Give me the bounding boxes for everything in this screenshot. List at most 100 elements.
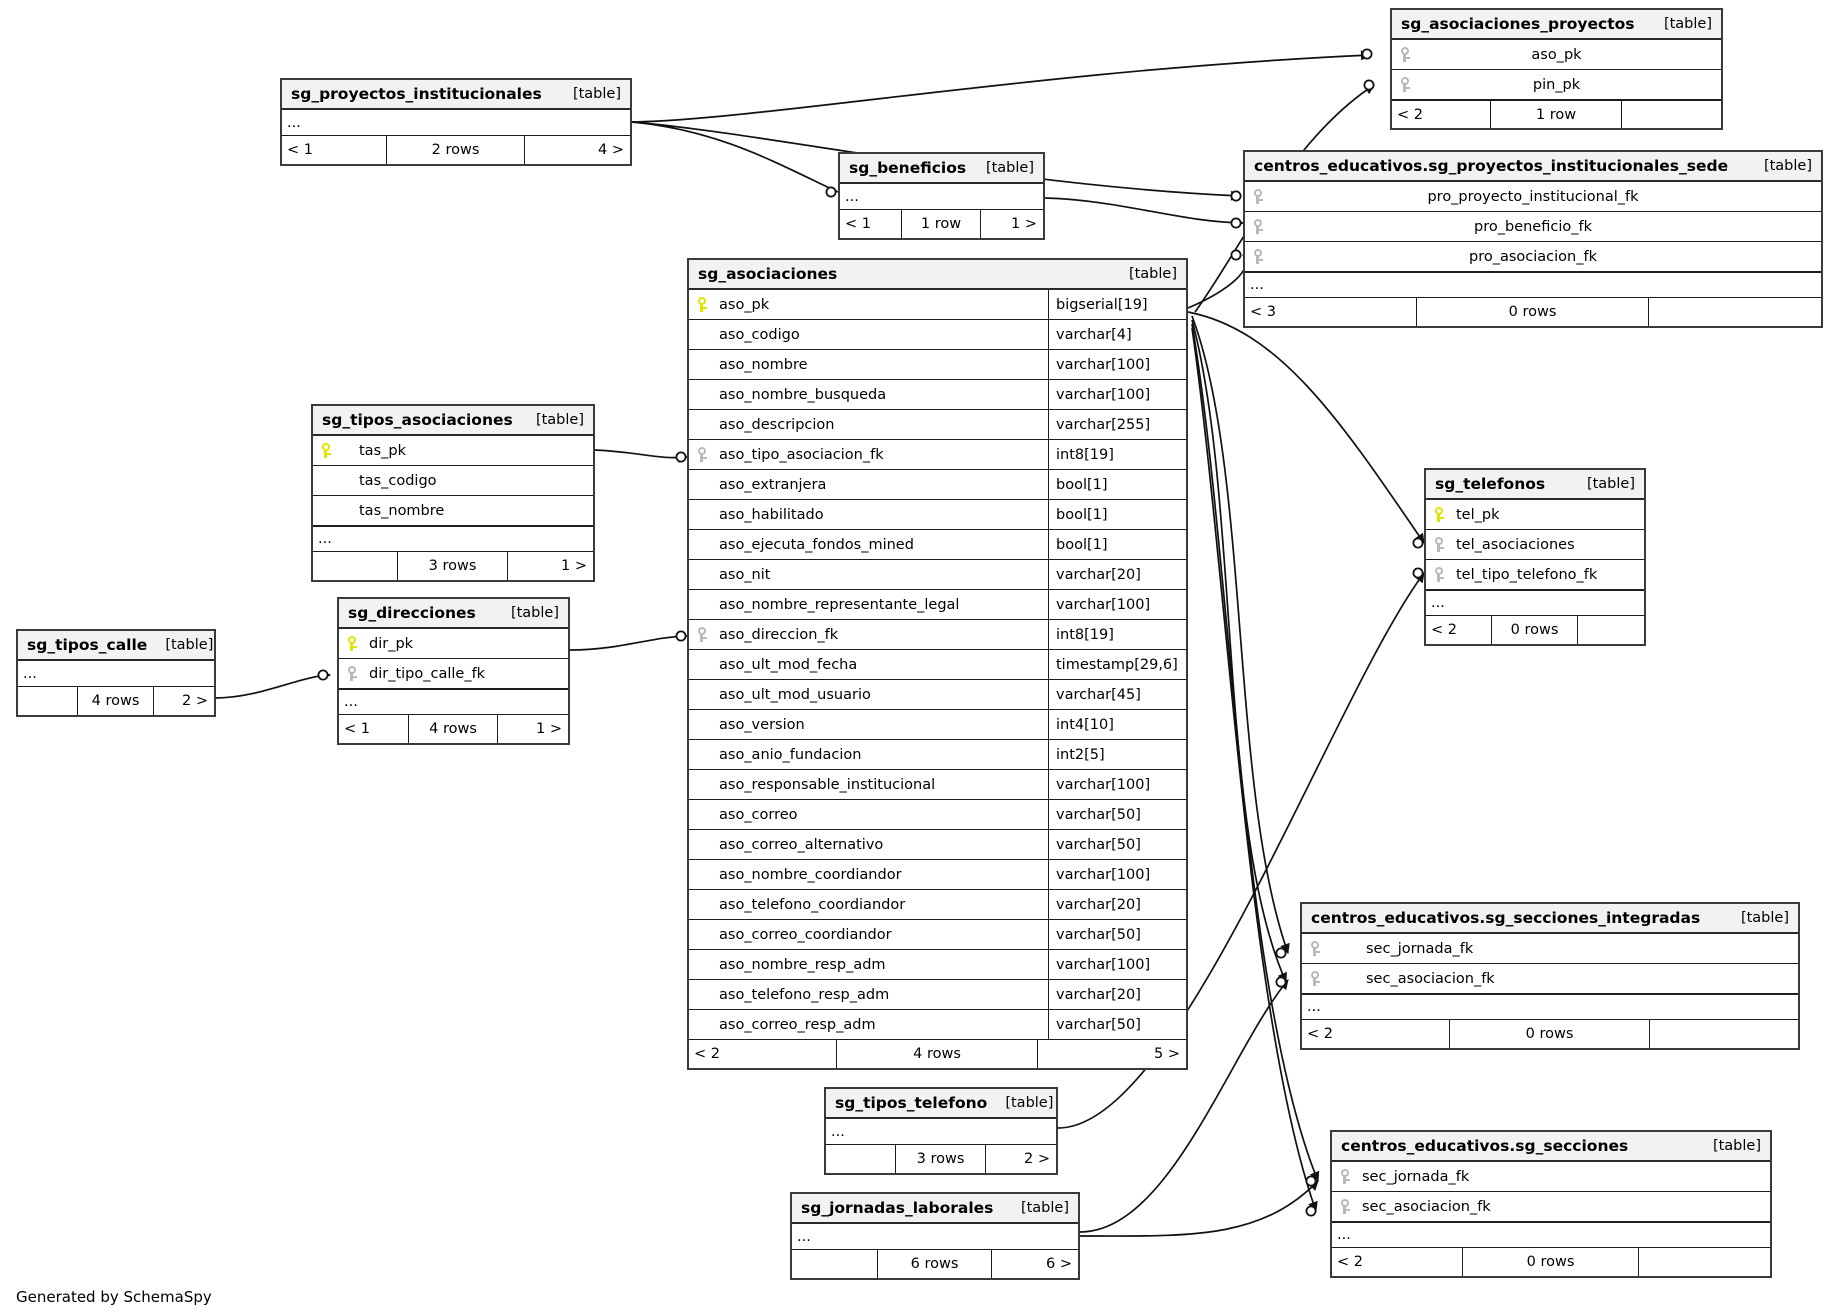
column-type: varchar[20] bbox=[1048, 890, 1186, 919]
table-footer: 6 rows 6 > bbox=[792, 1250, 1078, 1278]
column-row[interactable]: aso_nit varchar[20] bbox=[689, 560, 1186, 590]
table-title: sg_telefonos bbox=[1435, 474, 1546, 493]
column-name: pro_asociacion_fk bbox=[1469, 248, 1597, 265]
table-centros_educativos-sg_secciones_integradas[interactable]: centros_educativos.sg_secciones_integrad… bbox=[1300, 902, 1800, 1050]
column-row[interactable]: aso_ult_mod_fecha timestamp[29,6] bbox=[689, 650, 1186, 680]
table-type-tag: [table] bbox=[1663, 15, 1712, 32]
column-name: aso_correo_resp_adm bbox=[719, 1016, 876, 1033]
table-sg_asociaciones_proyectos[interactable]: sg_asociaciones_proyectos [table] aso_pk… bbox=[1390, 8, 1723, 130]
table-footer: < 2 1 row bbox=[1392, 100, 1721, 128]
column-row[interactable]: aso_tipo_asociacion_fk int8[19] bbox=[689, 440, 1186, 470]
column-row[interactable]: aso_responsable_institucional varchar[10… bbox=[689, 770, 1186, 800]
column-row[interactable]: pro_proyecto_institucional_fk bbox=[1245, 182, 1821, 212]
column-type: int2[5] bbox=[1048, 740, 1186, 769]
footer-parents: < 1 bbox=[344, 721, 370, 737]
no-key-spacer bbox=[689, 530, 715, 559]
column-row[interactable]: aso_correo_coordiandor varchar[50] bbox=[689, 920, 1186, 950]
table-sg_asociaciones[interactable]: sg_asociaciones [table] aso_pk bigserial… bbox=[687, 258, 1188, 1070]
columns-collapsed-ellipsis: ... bbox=[1426, 590, 1644, 616]
column-row[interactable]: aso_nombre_busqueda varchar[100] bbox=[689, 380, 1186, 410]
table-header: sg_asociaciones [table] bbox=[689, 260, 1186, 290]
table-centros_educativos-sg_proyectos_institucionales_sede[interactable]: centros_educativos.sg_proyectos_instituc… bbox=[1243, 150, 1823, 328]
table-centros_educativos-sg_secciones[interactable]: centros_educativos.sg_secciones [table] … bbox=[1330, 1130, 1772, 1278]
column-row[interactable]: tel_asociaciones bbox=[1426, 530, 1644, 560]
table-sg_telefonos[interactable]: sg_telefonos [table] tel_pk tel_asociaci… bbox=[1424, 468, 1646, 646]
column-row[interactable]: aso_pk bbox=[1392, 40, 1721, 70]
column-row[interactable]: aso_correo_resp_adm varchar[50] bbox=[689, 1010, 1186, 1040]
table-footer: 3 rows 1 > bbox=[313, 552, 593, 580]
column-row[interactable]: aso_telefono_coordiandor varchar[20] bbox=[689, 890, 1186, 920]
column-row[interactable]: tel_pk bbox=[1426, 500, 1644, 530]
table-type-tag: [table] bbox=[165, 636, 214, 653]
table-sg_tipos_calle[interactable]: sg_tipos_calle [table] ... 4 rows 2 > bbox=[16, 629, 216, 717]
column-row[interactable]: sec_asociacion_fk bbox=[1302, 964, 1798, 994]
column-name: aso_ult_mod_usuario bbox=[719, 686, 871, 703]
no-key-spacer bbox=[689, 830, 715, 859]
no-key-spacer bbox=[689, 320, 715, 349]
table-sg_proyectos_institucionales[interactable]: sg_proyectos_institucionales [table] ...… bbox=[280, 78, 632, 166]
table-sg_tipos_telefono[interactable]: sg_tipos_telefono [table] ... 3 rows 2 > bbox=[824, 1087, 1058, 1175]
column-row[interactable]: sec_asociacion_fk bbox=[1332, 1192, 1770, 1222]
foreign-key-icon bbox=[1245, 212, 1271, 241]
table-type-tag: [table] bbox=[1005, 1094, 1054, 1111]
primary-key-icon bbox=[1426, 500, 1452, 529]
column-row[interactable]: aso_nombre_coordiandor varchar[100] bbox=[689, 860, 1186, 890]
table-header: centros_educativos.sg_secciones [table] bbox=[1332, 1132, 1770, 1162]
footer-parents bbox=[826, 1145, 895, 1173]
column-row[interactable]: dir_tipo_calle_fk bbox=[339, 659, 568, 689]
column-row[interactable]: aso_nombre_representante_legal varchar[1… bbox=[689, 590, 1186, 620]
table-title: sg_asociaciones_proyectos bbox=[1401, 14, 1635, 33]
column-row[interactable]: tas_nombre bbox=[313, 496, 593, 526]
column-row[interactable]: aso_correo varchar[50] bbox=[689, 800, 1186, 830]
column-row[interactable]: aso_correo_alternativo varchar[50] bbox=[689, 830, 1186, 860]
foreign-key-icon bbox=[689, 440, 715, 469]
footer-rowcount: 3 rows bbox=[894, 1145, 985, 1173]
table-sg_beneficios[interactable]: sg_beneficios [table] ... < 1 1 row 1 > bbox=[838, 152, 1045, 240]
column-row[interactable]: pin_pk bbox=[1392, 70, 1721, 100]
table-sg_direcciones[interactable]: sg_direcciones [table] dir_pk dir_tipo_c… bbox=[337, 597, 570, 745]
footer-children: 1 > bbox=[497, 715, 568, 743]
column-row[interactable]: aso_extranjera bool[1] bbox=[689, 470, 1186, 500]
column-row[interactable]: aso_habilitado bool[1] bbox=[689, 500, 1186, 530]
column-row[interactable]: aso_codigo varchar[4] bbox=[689, 320, 1186, 350]
column-row[interactable]: tas_pk bbox=[313, 436, 593, 466]
column-row[interactable]: sec_jornada_fk bbox=[1302, 934, 1798, 964]
no-key-spacer bbox=[689, 500, 715, 529]
table-type-tag: [table] bbox=[1712, 1137, 1761, 1154]
column-row[interactable]: aso_descripcion varchar[255] bbox=[689, 410, 1186, 440]
column-row[interactable]: aso_nombre_resp_adm varchar[100] bbox=[689, 950, 1186, 980]
table-footer: < 2 0 rows bbox=[1302, 1020, 1798, 1048]
table-title: sg_tipos_telefono bbox=[835, 1093, 988, 1112]
column-row[interactable]: sec_jornada_fk bbox=[1332, 1162, 1770, 1192]
column-row[interactable]: aso_anio_fundacion int2[5] bbox=[689, 740, 1186, 770]
table-sg_jornadas_laborales[interactable]: sg_jornadas_laborales [table] ... 6 rows… bbox=[790, 1192, 1080, 1280]
column-row[interactable]: pro_beneficio_fk bbox=[1245, 212, 1821, 242]
foreign-key-icon bbox=[689, 620, 715, 649]
foreign-key-icon bbox=[1302, 964, 1328, 993]
column-row[interactable]: pro_asociacion_fk bbox=[1245, 242, 1821, 272]
footer-parents: < 2 bbox=[1337, 1254, 1363, 1270]
column-row[interactable]: aso_pk bigserial[19] bbox=[689, 290, 1186, 320]
column-row[interactable]: aso_nombre varchar[100] bbox=[689, 350, 1186, 380]
column-row[interactable]: tas_codigo bbox=[313, 466, 593, 496]
column-row[interactable]: dir_pk bbox=[339, 629, 568, 659]
column-row[interactable]: aso_direccion_fk int8[19] bbox=[689, 620, 1186, 650]
column-row[interactable]: tel_tipo_telefono_fk bbox=[1426, 560, 1644, 590]
footer-children bbox=[1576, 616, 1644, 644]
footer-rowcount: 6 rows bbox=[877, 1250, 990, 1278]
column-type: bigserial[19] bbox=[1048, 290, 1186, 319]
table-footer: < 3 0 rows bbox=[1245, 298, 1821, 326]
column-name: sec_asociacion_fk bbox=[1366, 970, 1495, 987]
table-header: sg_proyectos_institucionales [table] bbox=[282, 80, 630, 110]
table-sg_tipos_asociaciones[interactable]: sg_tipos_asociaciones [table] tas_pk tas… bbox=[311, 404, 595, 582]
table-type-tag: [table] bbox=[535, 411, 584, 428]
footer-children bbox=[1638, 1248, 1770, 1276]
no-key-spacer bbox=[689, 470, 715, 499]
column-name: tas_nombre bbox=[359, 502, 445, 519]
foreign-key-icon bbox=[1392, 70, 1418, 99]
column-row[interactable]: aso_telefono_resp_adm varchar[20] bbox=[689, 980, 1186, 1010]
column-row[interactable]: aso_ejecuta_fondos_mined bool[1] bbox=[689, 530, 1186, 560]
column-row[interactable]: aso_ult_mod_usuario varchar[45] bbox=[689, 680, 1186, 710]
column-row[interactable]: aso_version int4[10] bbox=[689, 710, 1186, 740]
no-key-spacer bbox=[689, 800, 715, 829]
